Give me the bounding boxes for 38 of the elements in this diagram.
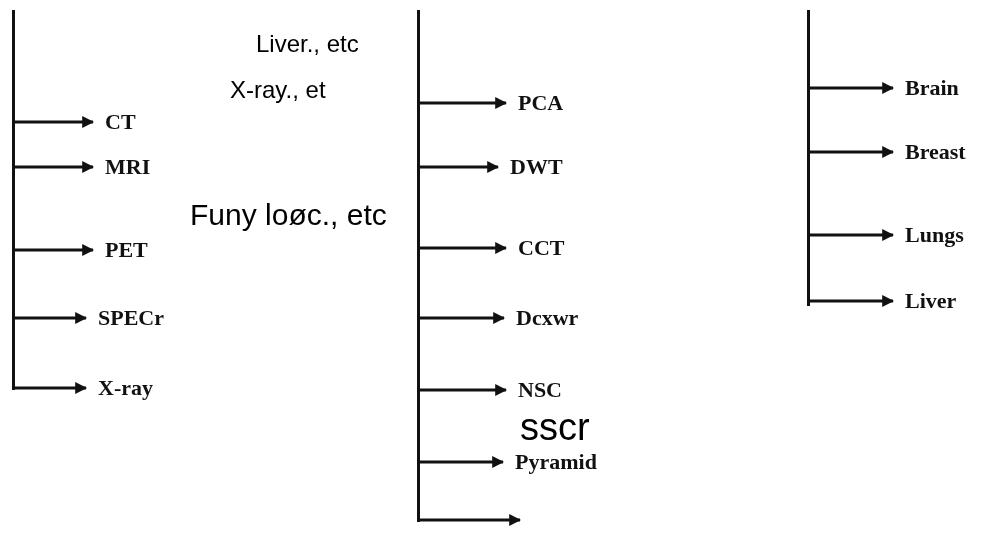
trunk-line [12, 10, 15, 390]
arrow [810, 146, 895, 158]
category-label: SPECr [98, 307, 164, 329]
arrow [15, 161, 95, 173]
trunk-line [807, 10, 810, 306]
note-text: X-ray., et [230, 78, 326, 102]
arrow [420, 242, 508, 254]
arrow [420, 312, 506, 324]
category-label: PET [105, 239, 148, 261]
category-label: NSC [518, 379, 562, 401]
category-label: DWT [510, 156, 563, 178]
arrow [420, 97, 508, 109]
category-label: Breast [905, 141, 966, 163]
category-label: CT [105, 111, 136, 133]
arrow [420, 384, 508, 396]
arrow [810, 229, 895, 241]
note-text: sscr [520, 408, 590, 446]
category-label: MRI [105, 156, 151, 178]
category-label: Brain [905, 77, 959, 99]
category-label: PCA [518, 92, 564, 114]
category-label: CCT [518, 237, 565, 259]
category-label: Lungs [905, 224, 964, 246]
note-text: Liver., etc [256, 32, 359, 56]
category-label: Dcxwr [516, 307, 579, 329]
category-label: Liver [905, 290, 957, 312]
arrow [810, 295, 895, 307]
category-label: X-ray [98, 377, 153, 399]
arrow [15, 116, 95, 128]
arrow [15, 244, 95, 256]
trunk-line [417, 10, 420, 522]
arrow [420, 161, 500, 173]
arrow [15, 312, 88, 324]
arrow [420, 514, 522, 526]
category-label: Pyramid [515, 451, 597, 473]
note-text: Funy loøc., etc [190, 200, 387, 230]
arrow [420, 456, 505, 468]
arrow [810, 82, 895, 94]
arrow [15, 382, 88, 394]
